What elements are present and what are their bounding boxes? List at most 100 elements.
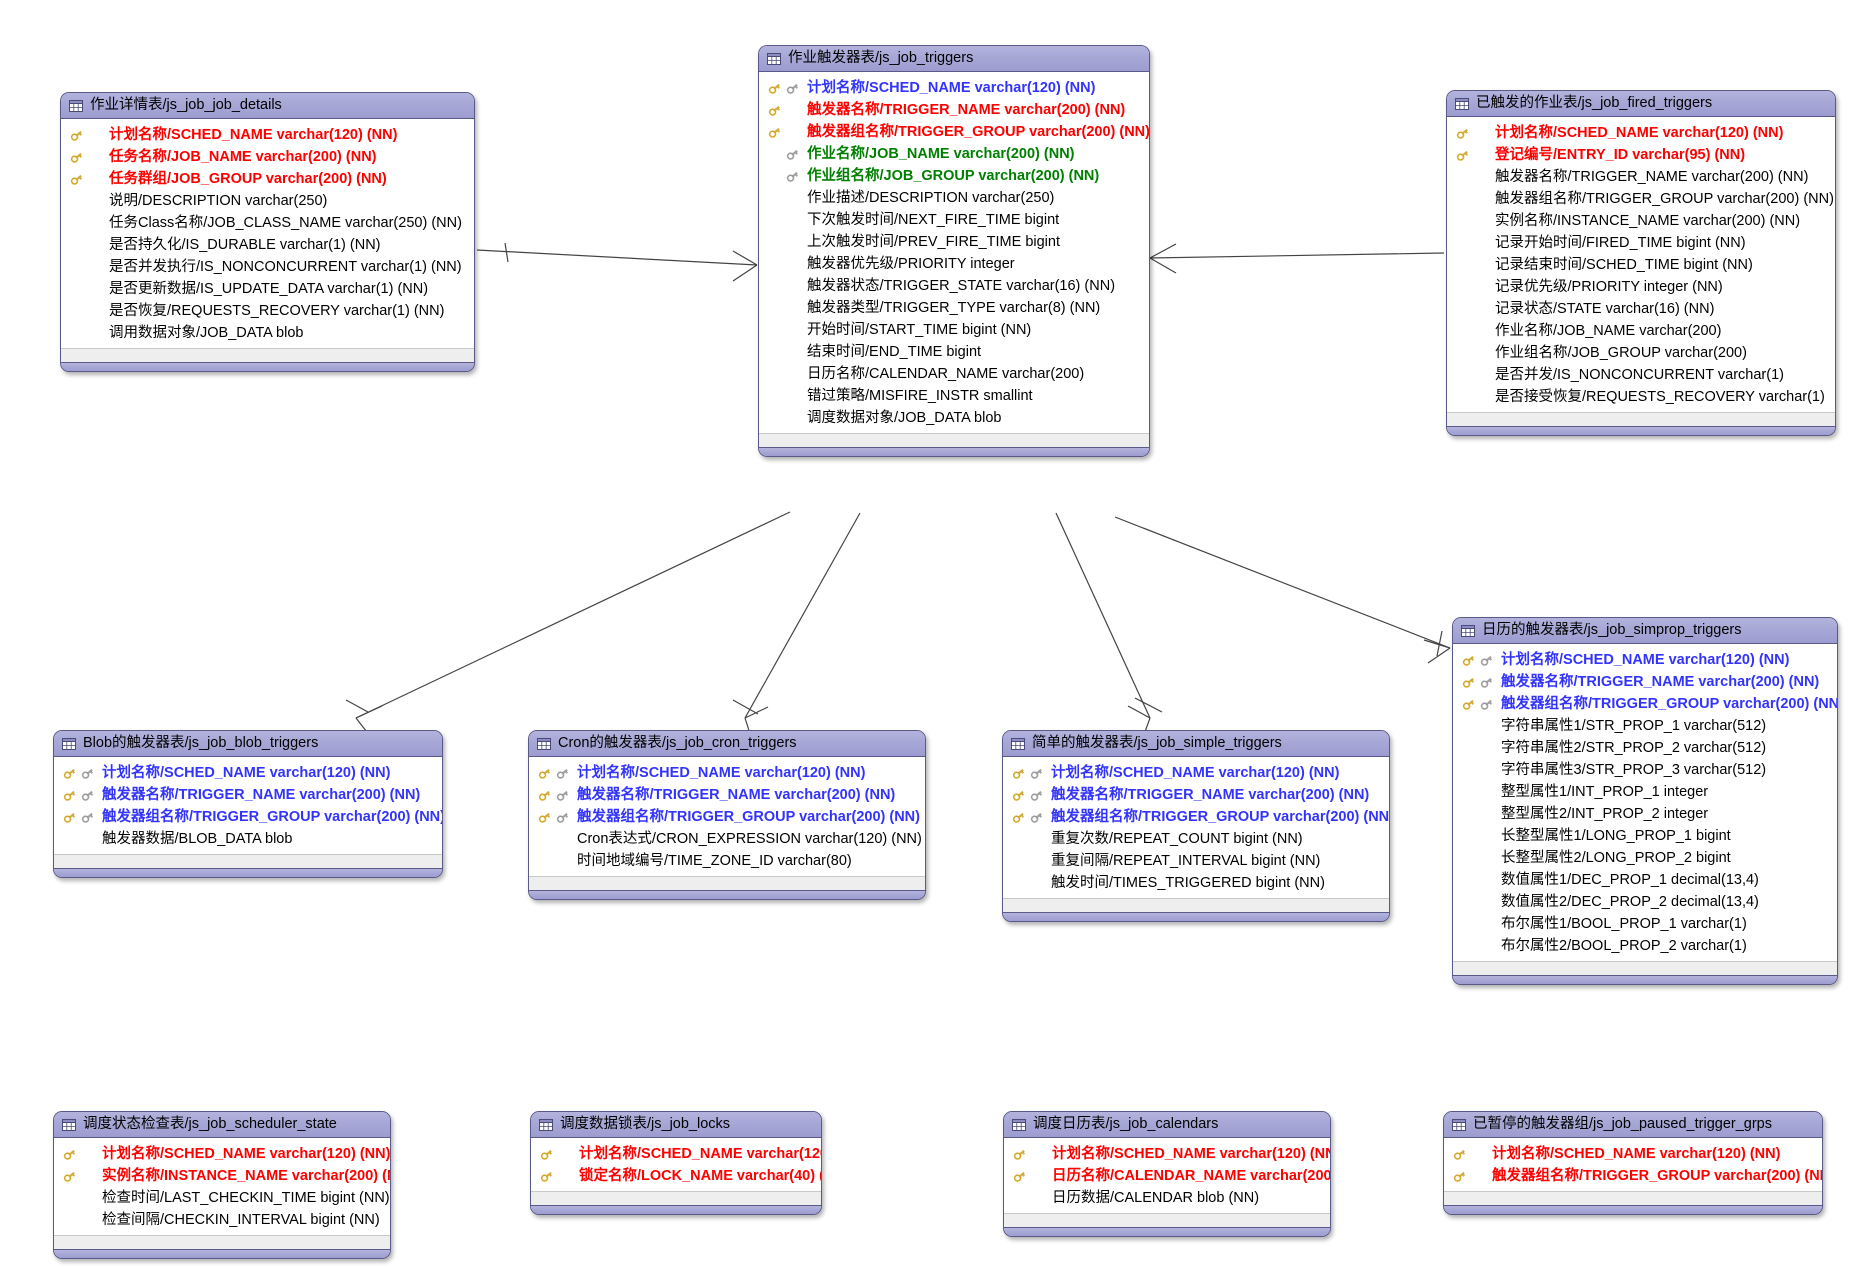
entity-header-paused_trigger_grps[interactable]: 已暂停的触发器组/js_job_paused_trigger_grps xyxy=(1444,1112,1822,1138)
attribute-row[interactable]: 是否并发/IS_NONCONCURRENT varchar(1) xyxy=(1447,364,1835,386)
entity-header-blob_triggers[interactable]: Blob的触发器表/js_job_blob_triggers xyxy=(54,731,442,757)
entity-header-calendars[interactable]: 调度日历表/js_job_calendars xyxy=(1004,1112,1330,1138)
attribute-row[interactable]: 任务名称/JOB_NAME varchar(200) (NN) xyxy=(61,146,474,168)
attribute-row[interactable]: 计划名称/SCHED_NAME varchar(120) (NN) xyxy=(531,1143,821,1165)
entity-header-simple_triggers[interactable]: 简单的触发器表/js_job_simple_triggers xyxy=(1003,731,1389,757)
attribute-row[interactable]: 布尔属性1/BOOL_PROP_1 varchar(1) xyxy=(1453,913,1837,935)
attribute-row[interactable]: 任务Class名称/JOB_CLASS_NAME varchar(250) (N… xyxy=(61,212,474,234)
entity-scheduler_state[interactable]: 调度状态检查表/js_job_scheduler_state 计划名称/SCHED… xyxy=(53,1111,391,1259)
attribute-row[interactable]: 作业描述/DESCRIPTION varchar(250) xyxy=(759,187,1149,209)
attribute-row[interactable]: 长整型属性1/LONG_PROP_1 bigint xyxy=(1453,825,1837,847)
attribute-row[interactable]: 触发器名称/TRIGGER_NAME varchar(200) (NN) xyxy=(54,784,442,806)
entity-blob_triggers[interactable]: Blob的触发器表/js_job_blob_triggers 计划名称/SCHED… xyxy=(53,730,443,878)
attribute-row[interactable]: 锁定名称/LOCK_NAME varchar(40) (NN) xyxy=(531,1165,821,1187)
attribute-row[interactable]: 计划名称/SCHED_NAME varchar(120) (NN) xyxy=(61,124,474,146)
entity-triggers[interactable]: 作业触发器表/js_job_triggers 计划名称/SCHED_NAME va… xyxy=(758,45,1150,457)
attribute-row[interactable]: 触发器名称/TRIGGER_NAME varchar(200) (NN) xyxy=(1003,784,1389,806)
attribute-row[interactable]: 是否更新数据/IS_UPDATE_DATA varchar(1) (NN) xyxy=(61,278,474,300)
attribute-row[interactable]: 作业名称/JOB_NAME varchar(200) xyxy=(1447,320,1835,342)
attribute-row[interactable]: 触发器类型/TRIGGER_TYPE varchar(8) (NN) xyxy=(759,297,1149,319)
attribute-row[interactable]: 触发器名称/TRIGGER_NAME varchar(200) (NN) xyxy=(1447,166,1835,188)
attribute-row[interactable]: 记录优先级/PRIORITY integer (NN) xyxy=(1447,276,1835,298)
entity-paused_trigger_grps[interactable]: 已暂停的触发器组/js_job_paused_trigger_grps 计划名称/… xyxy=(1443,1111,1823,1215)
entity-cron_triggers[interactable]: Cron的触发器表/js_job_cron_triggers 计划名称/SCHED… xyxy=(528,730,926,900)
attribute-row[interactable]: 计划名称/SCHED_NAME varchar(120) (NN) xyxy=(1444,1143,1822,1165)
attribute-row[interactable]: 触发器优先级/PRIORITY integer xyxy=(759,253,1149,275)
attribute-row[interactable]: 登记编号/ENTRY_ID varchar(95) (NN) xyxy=(1447,144,1835,166)
attribute-row[interactable]: 触发时间/TIMES_TRIGGERED bigint (NN) xyxy=(1003,872,1389,894)
attribute-row[interactable]: 任务群组/JOB_GROUP varchar(200) (NN) xyxy=(61,168,474,190)
entity-fired_triggers[interactable]: 已触发的作业表/js_job_fired_triggers 计划名称/SCHED_… xyxy=(1446,90,1836,436)
entity-locks[interactable]: 调度数据锁表/js_job_locks 计划名称/SCHED_NAME varch… xyxy=(530,1111,822,1215)
attribute-row[interactable]: 触发器组名称/TRIGGER_GROUP varchar(200) (NN) xyxy=(54,806,442,828)
attribute-row[interactable]: 检查时间/LAST_CHECKIN_TIME bigint (NN) xyxy=(54,1187,390,1209)
attribute-row[interactable]: 计划名称/SCHED_NAME varchar(120) (NN) xyxy=(529,762,925,784)
attribute-row[interactable]: 计划名称/SCHED_NAME varchar(120) (NN) xyxy=(1447,122,1835,144)
attribute-row[interactable]: 下次触发时间/NEXT_FIRE_TIME bigint xyxy=(759,209,1149,231)
attribute-row[interactable]: 是否恢复/REQUESTS_RECOVERY varchar(1) (NN) xyxy=(61,300,474,322)
attribute-row[interactable]: 错过策略/MISFIRE_INSTR smallint xyxy=(759,385,1149,407)
attribute-row[interactable]: 触发器数据/BLOB_DATA blob xyxy=(54,828,442,850)
attribute-row[interactable]: 触发器名称/TRIGGER_NAME varchar(200) (NN) xyxy=(1453,671,1837,693)
attribute-row[interactable]: 触发器组名称/TRIGGER_GROUP varchar(200) (NN) xyxy=(529,806,925,828)
attribute-row[interactable]: 实例名称/INSTANCE_NAME varchar(200) (NN) xyxy=(54,1165,390,1187)
attribute-row[interactable]: 日历名称/CALENDAR_NAME varchar(200) xyxy=(759,363,1149,385)
attribute-row[interactable]: 说明/DESCRIPTION varchar(250) xyxy=(61,190,474,212)
attribute-row[interactable]: 布尔属性2/BOOL_PROP_2 varchar(1) xyxy=(1453,935,1837,957)
attribute-row[interactable]: 日历名称/CALENDAR_NAME varchar(200) (NN) xyxy=(1004,1165,1330,1187)
attribute-row[interactable]: 记录结束时间/SCHED_TIME bigint (NN) xyxy=(1447,254,1835,276)
attribute-row[interactable]: 记录状态/STATE varchar(16) (NN) xyxy=(1447,298,1835,320)
attribute-row[interactable]: 开始时间/START_TIME bigint (NN) xyxy=(759,319,1149,341)
attribute-row[interactable]: 作业名称/JOB_NAME varchar(200) (NN) xyxy=(759,143,1149,165)
attribute-row[interactable]: 日历数据/CALENDAR blob (NN) xyxy=(1004,1187,1330,1209)
attribute-row[interactable]: 计划名称/SCHED_NAME varchar(120) (NN) xyxy=(1003,762,1389,784)
attribute-row[interactable]: 字符串属性3/STR_PROP_3 varchar(512) xyxy=(1453,759,1837,781)
attribute-row[interactable]: 触发器组名称/TRIGGER_GROUP varchar(200) (NN) xyxy=(1447,188,1835,210)
entity-header-simprop_triggers[interactable]: 日历的触发器表/js_job_simprop_triggers xyxy=(1453,618,1837,644)
attribute-row[interactable]: 触发器组名称/TRIGGER_GROUP varchar(200) (NN) xyxy=(1453,693,1837,715)
entity-header-triggers[interactable]: 作业触发器表/js_job_triggers xyxy=(759,46,1149,72)
attribute-row[interactable]: 作业组名称/JOB_GROUP varchar(200) xyxy=(1447,342,1835,364)
attribute-row[interactable]: 是否接受恢复/REQUESTS_RECOVERY varchar(1) xyxy=(1447,386,1835,408)
attribute-row[interactable]: 计划名称/SCHED_NAME varchar(120) (NN) xyxy=(1004,1143,1330,1165)
entity-header-locks[interactable]: 调度数据锁表/js_job_locks xyxy=(531,1112,821,1138)
entity-header-fired_triggers[interactable]: 已触发的作业表/js_job_fired_triggers xyxy=(1447,91,1835,117)
entity-header-job_details[interactable]: 作业详情表/js_job_job_details xyxy=(61,93,474,119)
attribute-row[interactable]: 计划名称/SCHED_NAME varchar(120) (NN) xyxy=(759,77,1149,99)
attribute-row[interactable]: 实例名称/INSTANCE_NAME varchar(200) (NN) xyxy=(1447,210,1835,232)
entity-job_details[interactable]: 作业详情表/js_job_job_details 计划名称/SCHED_NAME … xyxy=(60,92,475,372)
attribute-row[interactable]: 计划名称/SCHED_NAME varchar(120) (NN) xyxy=(54,1143,390,1165)
attribute-row[interactable]: 触发器组名称/TRIGGER_GROUP varchar(200) (NN) xyxy=(1003,806,1389,828)
attribute-row[interactable]: Cron表达式/CRON_EXPRESSION varchar(120) (NN… xyxy=(529,828,925,850)
attribute-row[interactable]: 是否持久化/IS_DURABLE varchar(1) (NN) xyxy=(61,234,474,256)
attribute-row[interactable]: 整型属性1/INT_PROP_1 integer xyxy=(1453,781,1837,803)
attribute-row[interactable]: 结束时间/END_TIME bigint xyxy=(759,341,1149,363)
attribute-row[interactable]: 触发器名称/TRIGGER_NAME varchar(200) (NN) xyxy=(529,784,925,806)
attribute-row[interactable]: 调用数据对象/JOB_DATA blob xyxy=(61,322,474,344)
attribute-row[interactable]: 调度数据对象/JOB_DATA blob xyxy=(759,407,1149,429)
attribute-row[interactable]: 数值属性2/DEC_PROP_2 decimal(13,4) xyxy=(1453,891,1837,913)
entity-simple_triggers[interactable]: 简单的触发器表/js_job_simple_triggers 计划名称/SCHED… xyxy=(1002,730,1390,922)
attribute-row[interactable]: 触发器状态/TRIGGER_STATE varchar(16) (NN) xyxy=(759,275,1149,297)
attribute-row[interactable]: 长整型属性2/LONG_PROP_2 bigint xyxy=(1453,847,1837,869)
attribute-row[interactable]: 时间地域编号/TIME_ZONE_ID varchar(80) xyxy=(529,850,925,872)
attribute-row[interactable]: 作业组名称/JOB_GROUP varchar(200) (NN) xyxy=(759,165,1149,187)
attribute-row[interactable]: 字符串属性1/STR_PROP_1 varchar(512) xyxy=(1453,715,1837,737)
entity-simprop_triggers[interactable]: 日历的触发器表/js_job_simprop_triggers 计划名称/SCHE… xyxy=(1452,617,1838,985)
attribute-row[interactable]: 数值属性1/DEC_PROP_1 decimal(13,4) xyxy=(1453,869,1837,891)
attribute-row[interactable]: 记录开始时间/FIRED_TIME bigint (NN) xyxy=(1447,232,1835,254)
attribute-row[interactable]: 触发器组名称/TRIGGER_GROUP varchar(200) (NN) xyxy=(759,121,1149,143)
attribute-row[interactable]: 是否并发执行/IS_NONCONCURRENT varchar(1) (NN) xyxy=(61,256,474,278)
entity-calendars[interactable]: 调度日历表/js_job_calendars 计划名称/SCHED_NAME va… xyxy=(1003,1111,1331,1237)
attribute-row[interactable]: 整型属性2/INT_PROP_2 integer xyxy=(1453,803,1837,825)
attribute-row[interactable]: 重复间隔/REPEAT_INTERVAL bigint (NN) xyxy=(1003,850,1389,872)
attribute-row[interactable]: 触发器组名称/TRIGGER_GROUP varchar(200) (NN) xyxy=(1444,1165,1822,1187)
attribute-row[interactable]: 字符串属性2/STR_PROP_2 varchar(512) xyxy=(1453,737,1837,759)
attribute-row[interactable]: 上次触发时间/PREV_FIRE_TIME bigint xyxy=(759,231,1149,253)
attribute-row[interactable]: 计划名称/SCHED_NAME varchar(120) (NN) xyxy=(1453,649,1837,671)
attribute-row[interactable]: 触发器名称/TRIGGER_NAME varchar(200) (NN) xyxy=(759,99,1149,121)
attribute-row[interactable]: 检查间隔/CHECKIN_INTERVAL bigint (NN) xyxy=(54,1209,390,1231)
attribute-row[interactable]: 计划名称/SCHED_NAME varchar(120) (NN) xyxy=(54,762,442,784)
entity-header-scheduler_state[interactable]: 调度状态检查表/js_job_scheduler_state xyxy=(54,1112,390,1138)
entity-header-cron_triggers[interactable]: Cron的触发器表/js_job_cron_triggers xyxy=(529,731,925,757)
